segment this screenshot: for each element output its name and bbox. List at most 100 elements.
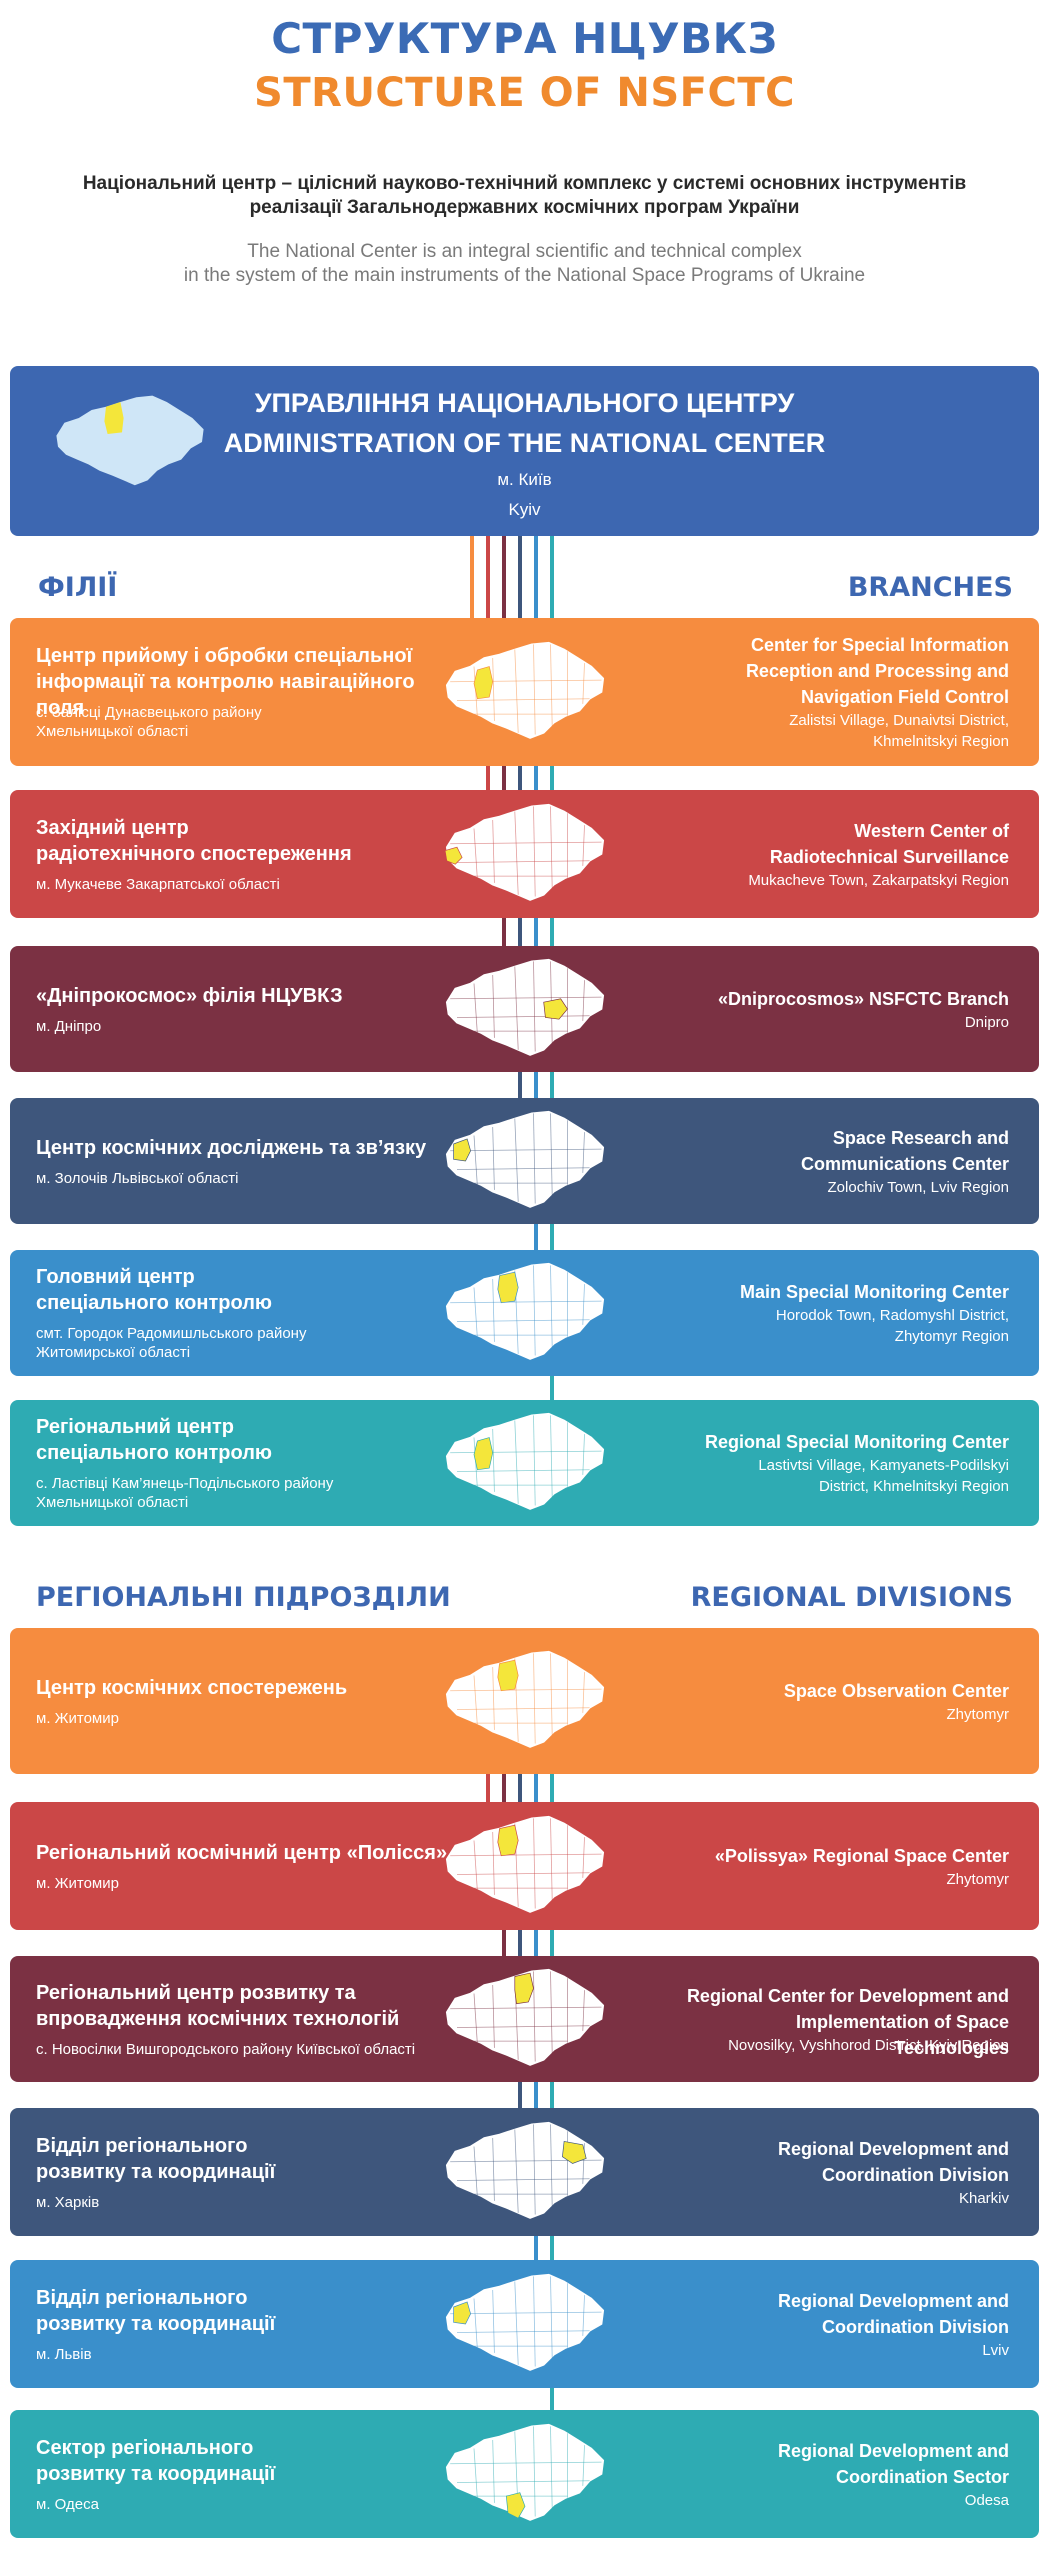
card-location-en: Zhytomyr [946, 1706, 1009, 1723]
card-title-ua: «Дніпрокосмос» філія НЦУВКЗ [36, 985, 343, 1007]
card-location-ua: смт. Городок Радомишльського району [36, 1325, 307, 1342]
ukraine-map-icon [445, 2121, 605, 2219]
card-title-ua: інформації та контролю навігаційного пол… [36, 671, 415, 719]
card-map [440, 949, 610, 1072]
administration-card: УПРАВЛІННЯ НАЦІОНАЛЬНОГО ЦЕНТРУ ADMINIST… [10, 366, 1039, 536]
card-title-en: Western Center of [854, 821, 1009, 841]
card-location-en: Kharkiv [958, 2190, 1009, 2207]
ukraine-map-icon [444, 803, 605, 901]
card-title-ua: Відділ регіонального [36, 2135, 248, 2157]
card-location-ua: м. Львів [36, 2346, 92, 2363]
card-title-en: Regional Development and [777, 2441, 1009, 2461]
card-map [440, 2112, 610, 2236]
card-map [440, 632, 610, 757]
card-title-en: Implementation of Space Technologies [795, 2012, 1009, 2058]
divisions-heading-ua: РЕГІОНАЛЬНІ ПІДРОЗДІЛИ [36, 1582, 451, 1613]
card-location-en: Zalistsi Village, Dunaivtsi District, [789, 712, 1009, 729]
card-map [440, 1101, 610, 1224]
card-location-ua: м. Житомир [36, 1875, 119, 1892]
card-title-ua: спеціального контролю [36, 1442, 272, 1464]
card-location-en: Zhytomyr [946, 1871, 1009, 1888]
card-map [440, 1806, 610, 1930]
admin-city-en: Kyiv [508, 500, 541, 519]
card-title-ua: впровадження космічних технологій [36, 2008, 400, 2030]
ukraine-map-icon [445, 958, 605, 1056]
card-location-en: Mukacheve Town, Zakarpatskyi Region [748, 872, 1009, 889]
intro-ua-line-2: реалізації Загальнодержавних космічних п… [249, 197, 800, 218]
branches-heading-en: BRANCHES [847, 572, 1013, 603]
ukraine-map-icon [445, 1968, 605, 2066]
branches-card: Центр прийому і обробки спеціальної інфор… [10, 618, 1039, 766]
card-location-ua: м. Харків [36, 2194, 100, 2211]
card-title-ua: розвитку та координації [36, 2313, 276, 2335]
branches-card: «Дніпрокосмос» філія НЦУВКЗ м. Дніпро «Dni… [10, 946, 1039, 1072]
branches-card: Центр космічних досліджень та зв’язку м. … [10, 1098, 1039, 1224]
card-title-en: Communications Center [800, 1154, 1009, 1174]
card-title-ua: радіотехнічного спостереження [36, 843, 352, 865]
card-location-ua: с. Залісці Дунаєвецького району [36, 704, 262, 721]
card-title-en: Navigation Field Control [800, 687, 1009, 707]
card-location-ua: с. Новосілки Вишгородського району Київс… [36, 2041, 416, 2058]
card-title-en: Space Research and [832, 1128, 1009, 1148]
card-map [440, 1959, 610, 2082]
card-title-ua: Регіональний центр [36, 1416, 235, 1438]
ukraine-map-icon [56, 395, 204, 486]
card-title-en: Reception and Processing and [745, 661, 1009, 681]
card-title-ua: спеціального контролю [36, 1292, 272, 1314]
ukraine-map-icon [445, 1815, 605, 1913]
card-location-ua: м. Дніпро [36, 1018, 102, 1035]
card-title-en: «Dniprocosmos» NSFCTC Branch [717, 989, 1009, 1009]
card-title-ua: Регіональний космічний центр «Полісся» [36, 1842, 448, 1864]
card-location-en: Khmelnitskyi Region [873, 733, 1009, 750]
card-title-en: Radiotechnical Surveillance [769, 847, 1009, 867]
intro-en-line-2: in the system of the main instruments of… [183, 265, 866, 286]
card-map [440, 1253, 610, 1376]
card-location-ua: м. Одеса [36, 2496, 99, 2513]
divisions-card: Відділ регіонального розвитку та координа… [10, 2108, 1039, 2236]
card-title-en: Center for Special Information [750, 635, 1009, 655]
branches-heading-ua: ФІЛІЇ [38, 572, 118, 603]
card-location-en: Novosilky, Vyshhorod District, Kyiv Regi… [728, 2037, 1009, 2054]
card-location-ua: м. Мукачеве Закарпатської області [36, 876, 280, 893]
card-title-ua: Центр прийому і обробки спеціальної [36, 645, 413, 667]
admin-title-en: ADMINISTRATION OF THE NATIONAL CENTER [223, 428, 826, 458]
card-title-ua: розвитку та координації [36, 2463, 276, 2485]
card-title-en: Regional Development and [777, 2139, 1009, 2159]
card-location-en: Zolochiv Town, Lviv Region [827, 1179, 1009, 1196]
card-location-en: Lviv [982, 2342, 1009, 2359]
card-title-ua: розвитку та координації [36, 2161, 276, 2183]
card-map [440, 1403, 610, 1526]
card-title-en: «Polissya» Regional Space Center [714, 1846, 1009, 1866]
card-title-en: Main Special Monitoring Center [739, 1282, 1009, 1302]
card-location-ua: Хмельницької області [36, 1494, 189, 1511]
card-title-ua: Центр космічних досліджень та зв’язку [36, 1137, 427, 1159]
intro-en-line-1: The National Center is an integral scien… [247, 241, 802, 262]
intro-ua-line-1: Національний центр – цілісний науково-те… [82, 173, 967, 194]
card-location-en: Dnipro [964, 1014, 1009, 1031]
branches-card: Західний центр радіотехнічного спостереже… [10, 790, 1039, 918]
divisions-card: Регіональний космічний центр «Полісся» м.… [10, 1802, 1039, 1930]
card-location-ua: м. Золочів Львівської області [36, 1170, 239, 1187]
ukraine-map-icon [445, 1262, 605, 1360]
ukraine-map-icon [445, 1412, 605, 1510]
card-location-ua: Хмельницької області [36, 723, 189, 740]
card-title-en: Coordination Division [822, 2317, 1009, 2337]
card-location-en: Zhytomyr Region [894, 1328, 1009, 1345]
card-map [440, 2264, 610, 2388]
page-title-en: STRUCTURE OF NSFCTC [254, 70, 795, 116]
card-title-en: Space Observation Center [783, 1681, 1009, 1701]
card-title-ua: Головний центр [36, 1266, 195, 1288]
card-map [440, 1641, 610, 1766]
intro-en: The National Center is an integral scien… [80, 240, 969, 288]
card-title-en: Regional Development and [777, 2291, 1009, 2311]
card-title-en: Regional Center for Development and [686, 1986, 1009, 2006]
ukraine-map-icon [445, 2423, 605, 2521]
card-title-ua: Західний центр [36, 817, 189, 839]
divisions-heading-en: REGIONAL DIVISIONS [690, 1582, 1013, 1613]
ukraine-map-icon [445, 1110, 605, 1208]
card-location-en: Odesa [964, 2492, 1009, 2509]
